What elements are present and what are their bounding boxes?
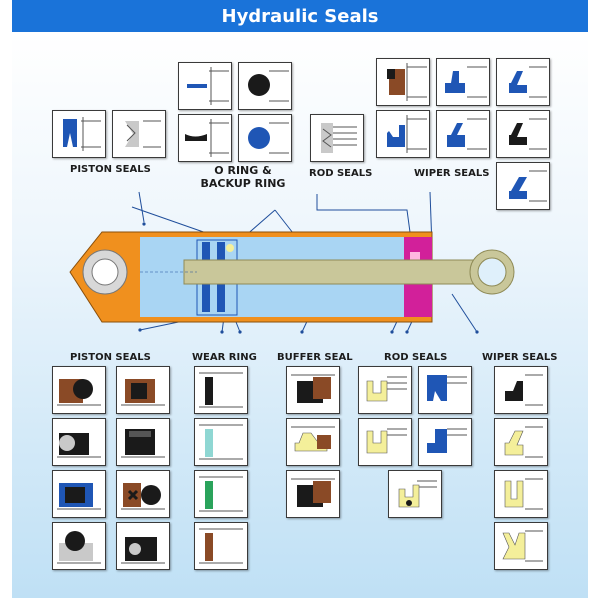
seal-profile-icon [502,530,543,562]
bottom-wiper-seal-3 [494,470,548,518]
seal-profile-icon [185,119,229,157]
top-wiper-seal-3 [496,58,550,106]
bottom-piston-seal-3 [52,418,106,466]
top-wiper-seal-4 [376,110,430,158]
seal-profile-icon [321,123,357,153]
bottom-piston-seal-8 [116,522,170,570]
seal-profile-icon [248,70,289,102]
bottom-piston-seals-label: PISTON SEALS [70,352,151,363]
bottom-wiper-seals-label: WIPER SEALS [482,352,558,363]
seal-profile-icon [248,122,289,154]
top-oring-1 [178,62,232,110]
cylinder-diagram [69,191,515,334]
top-piston-seal-2 [112,110,166,158]
seal-profile-icon [187,67,229,105]
seal-profile-icon [57,483,101,510]
bottom-wear-ring-label: WEAR RING [192,352,257,363]
wear-ring-3 [194,470,248,518]
seal-profile-icon [366,376,407,402]
seal-profile-icon [398,480,437,508]
seal-profile-icon [366,428,407,454]
seal-profile-icon [504,478,543,510]
seal-profile-icon [447,118,487,150]
top-oring-3 [178,114,232,162]
seal-profile-icon [505,374,543,406]
top-oring-4 [238,114,292,162]
seal-profile-icon [509,66,547,98]
seal-profile-icon [57,433,101,458]
bottom-wiper-seal-4 [494,522,548,570]
wear-ring-1 [194,366,248,414]
bottom-piston-seal-1 [52,366,106,414]
buffer-seal-2 [286,418,340,466]
seal-profile-icon [387,63,427,101]
seal-profile-icon [121,537,165,564]
seal-profile-icon [199,528,243,564]
bottom-wiper-seal-1 [494,366,548,414]
top-rod-seals-label: ROD SEALS [309,168,373,179]
top-wiper-seal-6 [496,110,550,158]
top-wiper-seal-7 [496,162,550,210]
bottom-piston-seal-7 [52,522,106,570]
top-oring-label: O RING & BACKUP RING [188,164,298,190]
seal-profile-icon [427,375,467,401]
seal-profile-icon [291,426,335,452]
bottom-buffer-seal-label: BUFFER SEAL [277,352,353,363]
seal-profile-icon [291,478,335,507]
top-wiper-seal-2 [436,58,490,106]
seal-profile-icon [199,372,243,408]
bottom-piston-seal-2 [116,366,170,414]
bottom-rod-seal-1 [358,366,412,414]
buffer-seal-1 [286,366,340,414]
seal-profile-icon [199,424,243,460]
seal-profile-icon [121,379,165,406]
seal-profile-icon [125,120,161,148]
top-rod-seal-1 [310,114,364,162]
diagram-panel: PISTON SEALS O RING & BACKUP RING ROD SE… [12,32,588,598]
top-piston-seal-1 [52,110,106,158]
bottom-rod-seal-3 [358,418,412,466]
seal-profile-icon [387,115,427,153]
seal-profile-icon [504,426,543,458]
wear-ring-2 [194,418,248,466]
seal-profile-icon [291,374,335,403]
seal-profile-icon [57,531,101,564]
seal-profile-icon [121,483,165,510]
top-piston-seals-label: PISTON SEALS [70,164,151,175]
bottom-piston-seal-5 [52,470,106,518]
bottom-wiper-seal-2 [494,418,548,466]
page-title: Hydraulic Seals [12,0,588,32]
seal-profile-icon [121,429,165,458]
seal-profile-icon [509,118,547,150]
bottom-piston-seal-4 [116,418,170,466]
top-oring-2 [238,62,292,110]
bottom-piston-seal-6 [116,470,170,518]
bottom-rod-seal-2 [418,366,472,414]
seal-profile-icon [509,170,547,202]
seal-profile-icon [63,117,101,151]
seal-profile-icon [199,476,243,512]
oring-label-line2: BACKUP RING [200,177,286,190]
buffer-seal-3 [286,470,340,518]
wear-ring-4 [194,522,248,570]
seal-profile-icon [427,428,467,453]
bottom-rod-seals-label: ROD SEALS [384,352,448,363]
seal-profile-icon [57,379,101,406]
bottom-rod-seal-5 [388,470,442,518]
oring-label-line1: O RING & [214,164,272,177]
top-wiper-seal-1 [376,58,430,106]
bottom-rod-seal-4 [418,418,472,466]
top-wiper-seals-label: WIPER SEALS [414,168,490,179]
top-wiper-seal-5 [436,110,490,158]
seal-profile-icon [445,66,487,98]
